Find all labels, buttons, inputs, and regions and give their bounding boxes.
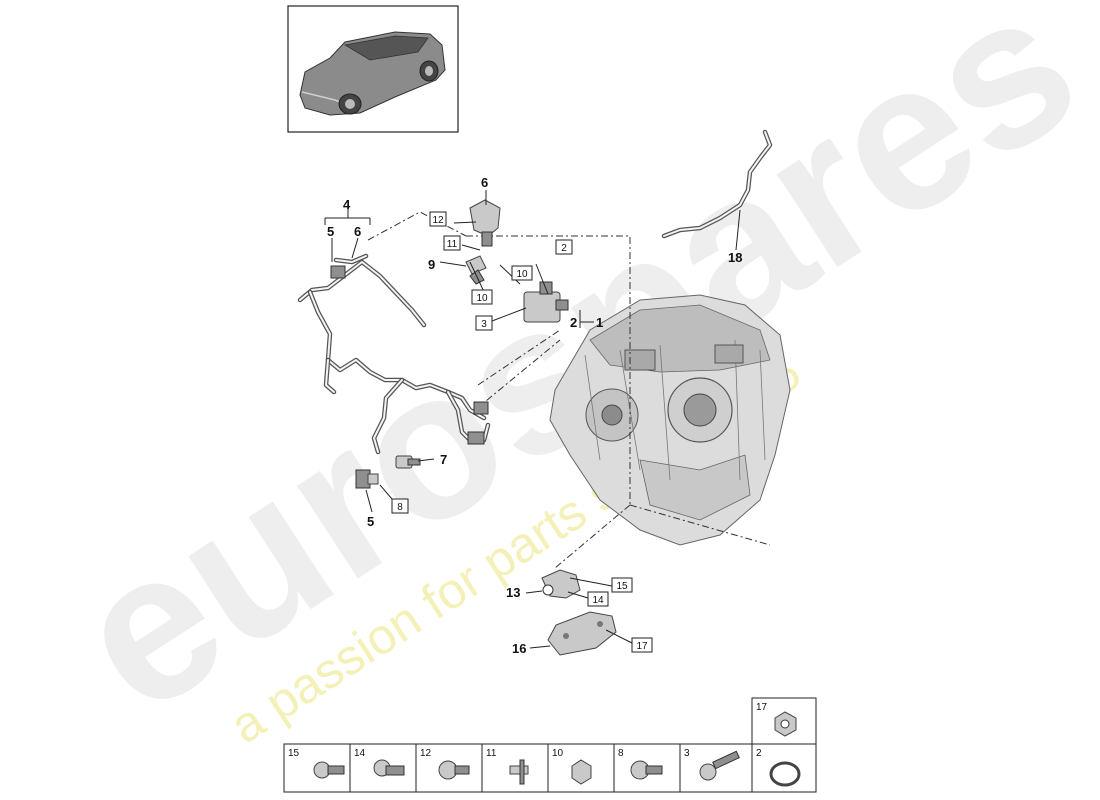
svg-text:17: 17: [636, 641, 648, 652]
nut-icon: [571, 759, 592, 785]
svg-text:8: 8: [618, 748, 624, 759]
callout-6-bracket: 6: [481, 175, 488, 190]
svg-text:8: 8: [397, 502, 403, 513]
mount-part-13: [541, 569, 581, 599]
boxed-ref-10-b: 10: [471, 289, 493, 305]
callout-4: 4: [343, 197, 351, 212]
harness-connector-top: [330, 265, 346, 279]
boxed-ref-17: 17: [631, 637, 653, 653]
clip-icon: [509, 765, 529, 775]
boxed-ref-14: 14: [587, 591, 609, 607]
hardware-cell-10: 10: [547, 743, 615, 793]
hardware-cell-15: 15: [283, 743, 351, 793]
sensor-part-7: [395, 455, 421, 469]
callout-13: 13: [506, 585, 520, 600]
svg-text:12: 12: [432, 215, 444, 226]
o-ring-icon: [769, 761, 801, 787]
connector-part-5-lower: [355, 469, 379, 489]
svg-text:2: 2: [756, 748, 762, 759]
boxed-ref-10-a: 10: [511, 265, 533, 281]
bracket-part-6: [469, 199, 501, 247]
wiring-harness: [297, 253, 491, 455]
bracket-part-16: [547, 611, 617, 656]
callouts: 1 2 4 5 6 6 9 7 5 18 13 16: [327, 175, 742, 656]
vent-valve: [523, 281, 569, 323]
bolt-icon: [438, 760, 458, 780]
svg-text:11: 11: [486, 748, 497, 759]
boxed-ref-2: 2: [555, 239, 573, 255]
harness-connector-mid: [473, 401, 489, 415]
engine-block: [549, 294, 791, 546]
callout-2: 2: [570, 315, 577, 330]
bolt-icon: [699, 763, 717, 781]
vehicle-thumbnail: [287, 5, 459, 133]
hardware-cell-8: 8: [613, 743, 681, 793]
leader-lines: [324, 190, 741, 649]
hardware-cell-14: 14: [349, 743, 417, 793]
callout-9: 9: [428, 257, 435, 272]
hardware-cell-top: 17: [751, 697, 817, 745]
callout-16: 16: [512, 641, 526, 656]
svg-text:12: 12: [420, 748, 432, 759]
callout-1: 1: [596, 315, 603, 330]
hardware-cell-11: 11: [481, 743, 549, 793]
callout-7: 7: [440, 452, 447, 467]
callout-5-lower: 5: [367, 514, 374, 529]
fuel-line: [661, 129, 773, 239]
hardware-table: 17 15 14 12 11 10: [283, 697, 817, 793]
harness-connector-low: [467, 431, 485, 445]
assembly-lines: [367, 211, 771, 569]
hardware-cell-3: 3: [679, 743, 753, 793]
svg-text:10: 10: [476, 293, 488, 304]
boxed-ref-11: 11: [443, 235, 461, 251]
svg-text:14: 14: [592, 595, 604, 606]
hardware-cell-12: 12: [415, 743, 483, 793]
svg-text:11: 11: [447, 239, 458, 250]
svg-text:15: 15: [288, 748, 300, 759]
boxed-ref-12: 12: [429, 211, 447, 227]
svg-text:10: 10: [516, 269, 528, 280]
svg-text:10: 10: [552, 748, 564, 759]
boxed-ref-15: 15: [611, 577, 633, 593]
boxed-ref-8: 8: [391, 498, 409, 514]
callout-5-upper: 5: [327, 224, 334, 239]
svg-text:15: 15: [616, 581, 628, 592]
svg-text:3: 3: [684, 748, 690, 759]
svg-text:3: 3: [481, 319, 487, 330]
svg-text:17: 17: [756, 702, 768, 713]
svg-text:14: 14: [354, 748, 366, 759]
callout-6-harness: 6: [354, 224, 361, 239]
svg-text:2: 2: [561, 243, 567, 254]
hardware-cell-2: 2: [751, 743, 817, 793]
boxed-ref-3: 3: [475, 315, 493, 331]
boxed-refs: 12 11 10 2 10 3 8 15 14 17: [391, 211, 653, 653]
callout-18: 18: [728, 250, 742, 265]
